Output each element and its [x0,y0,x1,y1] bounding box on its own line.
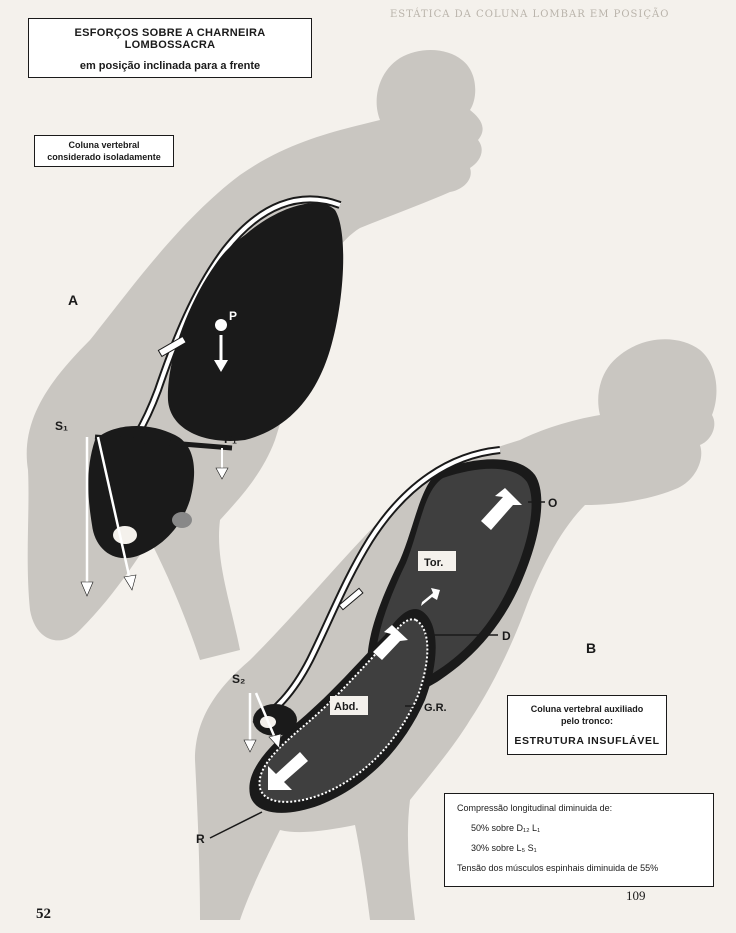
background-header: ESTÁTICA DA COLUNA LOMBAR EM POSIÇÃO [390,8,669,21]
title-line-1: ESFORÇOS SOBRE A CHARNEIRA LOMBOSSACRA [29,27,311,51]
label-r: R [196,832,205,846]
label-tor: Tor. [424,557,443,569]
inflatable-line-2: pelo tronco: [508,715,666,727]
label-a: A [68,292,78,308]
label-p: P [229,309,237,323]
inflatable-structure-box: Coluna vertebral auxiliado pelo tronco: … [507,695,667,755]
compression-stats-box: Compressão longitudinal diminuida de: 50… [444,793,714,887]
stats-row-2: 30% sobre L₅ S₁ [457,842,701,855]
stats-heading: Compressão longitudinal diminuida de: [457,802,701,815]
isolated-spine-line-1: Coluna vertebral [35,139,173,151]
label-s2: S₂ [232,672,245,686]
inner-page-number: 109 [626,888,646,904]
point-p [215,319,227,331]
inflatable-line-1: Coluna vertebral auxiliado [508,703,666,715]
label-gr: G.R. [424,702,447,714]
label-p1: P₁ [224,432,237,446]
label-d: D [502,629,511,643]
page-number: 52 [36,906,51,923]
stats-row-1: 50% sobre D₁₂ L₁ [457,822,701,835]
label-b: B [586,640,596,656]
label-o: O [548,496,557,510]
isolated-spine-line-2: considerado isoladamente [35,151,173,163]
title-box: ESFORÇOS SOBRE A CHARNEIRA LOMBOSSACRA e… [28,18,312,78]
stats-row-3: Tensão dos músculos espinhais diminuida … [457,862,701,875]
arrow-s1b-head [124,575,136,590]
title-line-2: em posição inclinada para a frente [29,60,311,72]
inflatable-line-3: ESTRUTURA INSUFLÁVEL [508,735,666,747]
label-abd: Abd. [334,701,358,713]
isolated-spine-box: Coluna vertebral considerado isoladament… [34,135,174,167]
label-s1: S₁ [55,419,68,433]
figure-a-pubis [172,512,192,528]
figure-a-hip-joint [113,526,137,544]
